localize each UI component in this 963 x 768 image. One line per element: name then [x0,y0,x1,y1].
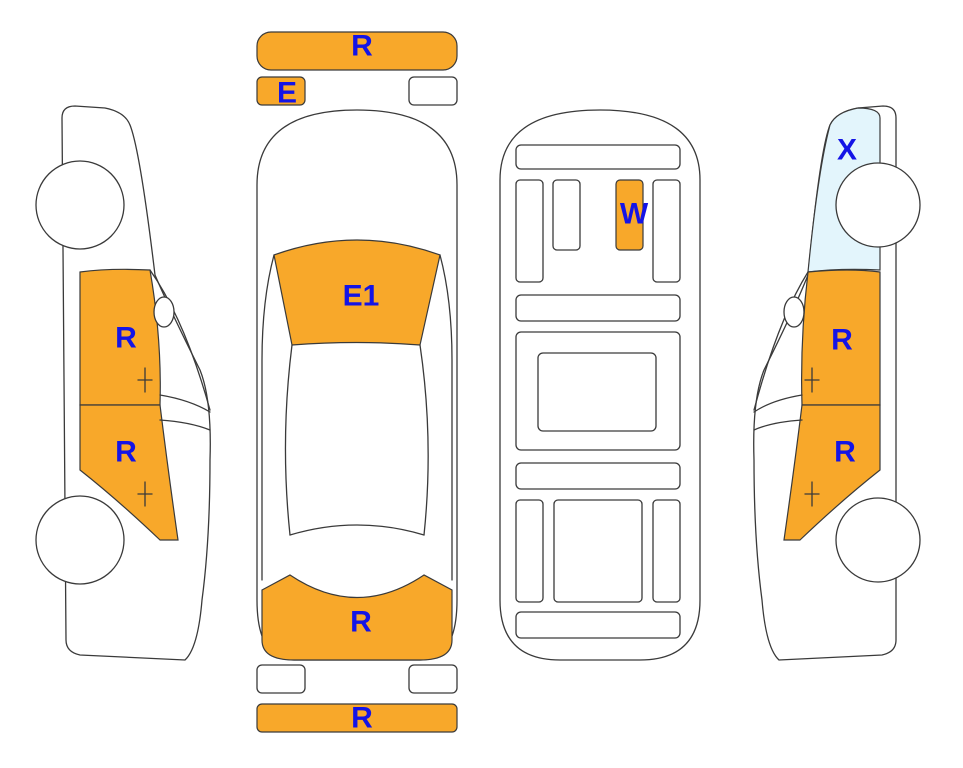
underbody-cross-member-1 [515,294,681,322]
windshield-right [439,254,453,581]
underbody-right-rear-rail [652,499,681,603]
top-view: R E E1 R R [256,30,458,735]
left-rear-wheel [35,495,125,585]
left-front-wheel [35,160,125,250]
right-mirror [783,296,805,328]
left-side-window-line [149,269,211,411]
left-side-window-line-2 [159,394,211,413]
left-side-window-line-3 [159,419,211,431]
roof-left [284,344,293,536]
front-grille-right [408,76,458,106]
underbody-view: W [499,109,701,661]
rear-light-right [408,664,458,694]
right-rear-wheel [835,497,921,583]
front-bumper[interactable] [256,31,458,71]
floor-panel-label: W [620,198,649,231]
roof-right [419,344,429,536]
right-front-door[interactable] [801,269,881,406]
right-side-window-line [753,271,809,411]
left-side-view: R R [35,105,211,661]
front-grille-left[interactable] [256,76,306,106]
hood-label: E1 [343,280,380,313]
right-side-view: X R R [753,105,921,661]
floor-panel[interactable] [615,179,644,251]
right-front-door-label: R [831,324,853,357]
right-front-fender-label: X [837,134,857,167]
underbody-left-rear-rail [515,499,544,603]
left-rear-door-label: R [115,436,137,469]
rear-window [289,524,425,536]
right-rear-door[interactable] [783,404,881,541]
left-mirror [153,296,175,328]
underbody-cross-member-2 [515,462,681,490]
underbody-left-inner-rail [552,179,581,251]
front-bumper-label: R [351,30,373,63]
underbody-center-panel [537,352,657,432]
trunk-label: R [350,606,372,639]
front-grille-left-label: E [277,77,297,110]
windshield-left [261,254,275,581]
right-side-window-line-2 [753,394,803,413]
left-front-door-label: R [115,322,137,355]
right-side-window-line-3 [753,419,803,431]
right-rear-door-label: R [834,436,856,469]
underbody-left-front-rail [515,179,544,283]
rear-light-left [256,664,306,694]
left-rear-door[interactable] [79,404,179,541]
rear-bumper[interactable] [256,703,458,733]
right-front-wheel [835,162,921,248]
trunk[interactable] [261,574,453,661]
underbody-rear-rail [515,611,681,639]
underbody-front-rail [515,144,681,170]
underbody-rear-panel [553,499,643,603]
left-front-door[interactable] [79,268,161,406]
underbody-right-front-rail [652,179,681,283]
rear-bumper-label: R [351,702,373,735]
